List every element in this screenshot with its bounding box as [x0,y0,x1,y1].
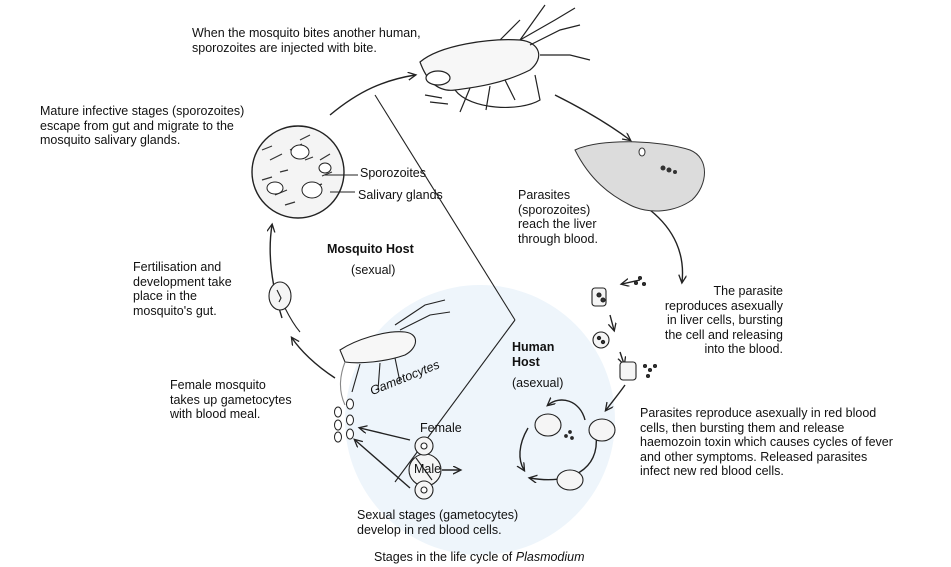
mosquito-host-title: Mosquito Host [327,242,414,256]
arrow-male-to-mosquito [355,440,411,489]
arrow-rbc-loop-top [548,400,586,421]
liver-illustration [574,141,705,212]
caption-organism: Plasmodium [515,550,585,564]
arrow-mosquito-to-liver [554,94,630,140]
arrow-burst-release [622,280,641,284]
arrow-rbc-loop-bottom [530,434,597,480]
female-label: Female [420,421,462,435]
human-host-subtitle: (asexual) [512,376,564,390]
salivary-gland-illustration [251,125,358,219]
cycle-arrows [270,75,683,489]
gametocyte-cells [334,398,354,443]
arrow-mosquito-to-gut [292,338,336,379]
liver-reach-label: Parasites (sporozoites) reach the liver … [518,188,598,246]
background-watermark-circle [345,285,615,555]
arrow-salivary-to-mosquito [329,75,415,116]
male-label: Male [414,462,442,476]
human-host-title: Human Host [512,340,555,369]
arrow-liver-cells-to-blood [610,314,614,330]
figure-caption: Stages in the life cycle of Plasmodium [374,550,585,565]
arrow-blood-to-rbc [606,384,626,410]
arrow-rbc-loop-left [520,427,529,470]
arrow-liver-to-cells [649,209,683,282]
caption-prefix: Stages in the life cycle of [374,550,516,564]
bite-injection-label: When the mosquito bites another human, s… [192,26,421,55]
liver-and-blood-cells [408,275,658,500]
fertilisation-gut-illustration [268,281,301,333]
gametocyte-uptake-label: Female mosquito takes up gametocytes wit… [170,378,292,421]
sexual-stages-label: Sexual stages (gametocytes) develop in r… [357,508,519,537]
liver-reproduction-label: The parasite reproduces asexually in liv… [664,284,783,356]
salivary-glands-label: Salivary glands [358,188,443,202]
rbc-reproduction-label: Parasites reproduce asexually in red blo… [640,406,893,478]
arrow-female-to-mosquito [360,428,411,441]
fertilisation-label: Fertilisation and development take place… [133,260,232,318]
sporozoite-migration-label: Mature infective stages (sporozoites) es… [40,104,245,147]
sporozoites-label: Sporozoites [360,166,427,180]
host-divider [374,94,516,483]
mosquito-biting-illustration [419,4,591,113]
mosquito-host-subtitle: (sexual) [351,263,396,277]
mosquito-feeding-illustration [339,299,451,406]
